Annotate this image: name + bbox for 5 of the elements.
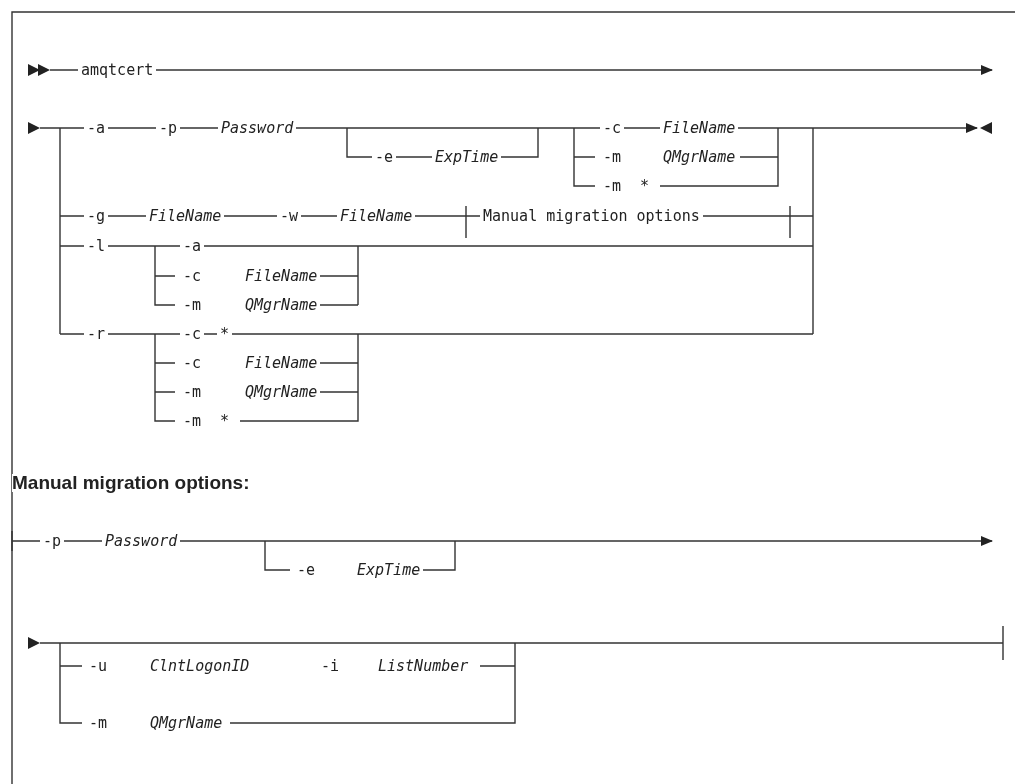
command-name: amqtcert — [78, 61, 157, 79]
section-heading: Manual migration options: — [12, 474, 250, 492]
parameter-name: ExpTime — [354, 561, 424, 579]
fragment-reference: Manual migration options — [480, 207, 703, 225]
parameter-name: ExpTime — [432, 148, 502, 166]
